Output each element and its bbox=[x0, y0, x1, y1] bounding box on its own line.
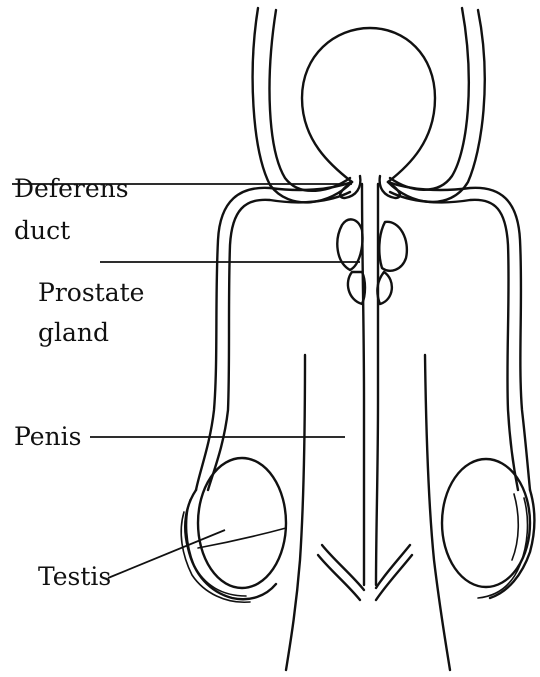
deferens-duct-right bbox=[388, 182, 530, 490]
deferens-duct-left bbox=[196, 182, 352, 490]
prostate-gland-label: Prostate bbox=[38, 276, 144, 310]
deferens-duct-label: Deferens bbox=[14, 172, 129, 206]
testis-right bbox=[442, 459, 535, 598]
prostate-gland-label-line2: gland bbox=[38, 316, 109, 350]
penis bbox=[286, 355, 450, 670]
ureters bbox=[253, 8, 485, 202]
bladder bbox=[302, 28, 435, 182]
testis-label: Testis bbox=[38, 560, 111, 594]
deferens-duct-label-line2: duct bbox=[14, 214, 70, 248]
prostate-gland-label-2: gland bbox=[38, 316, 109, 350]
deferens-duct-label-line1: Deferens bbox=[14, 172, 129, 206]
prostate-gland-label-line1: Prostate bbox=[38, 276, 144, 310]
urethra bbox=[362, 184, 378, 585]
testis-leader bbox=[108, 530, 225, 578]
deferens-duct-label-2: duct bbox=[14, 214, 70, 248]
penis-label: Penis bbox=[14, 420, 81, 454]
testis-left bbox=[181, 458, 286, 602]
